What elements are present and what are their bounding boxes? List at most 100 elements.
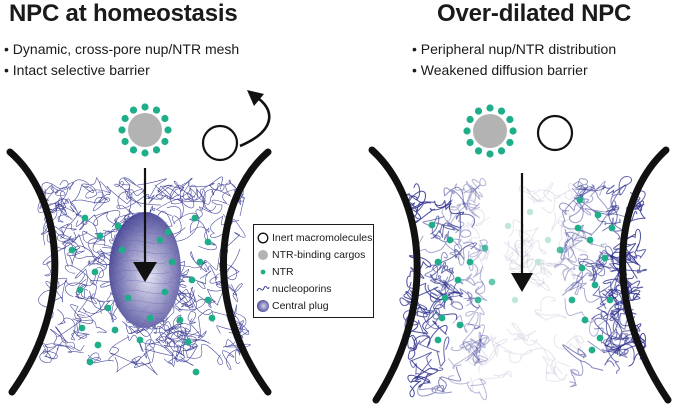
nucleoporin-strand <box>464 331 483 364</box>
ntr-dot <box>591 281 599 289</box>
ntr-dot-faint <box>504 222 512 230</box>
cargo-ntr-dot <box>497 107 506 115</box>
nucleoporin-strand <box>450 324 486 352</box>
cargo-ntr-dot <box>506 138 514 147</box>
legend-label-cargo: NTR-binding cargos <box>272 249 366 261</box>
nucleoporin-strand <box>402 331 421 360</box>
ntr-dot <box>196 258 204 266</box>
left-ntr-dots <box>68 214 216 376</box>
right-panel-title: Over-dilated NPC <box>437 0 632 27</box>
nucleoporin-strand <box>446 200 481 228</box>
nucleoporin-strand <box>441 203 478 228</box>
nucleoporin-strand <box>624 243 647 274</box>
nucleoporin-strand <box>463 181 483 200</box>
cargo-ntr-dot <box>141 103 149 111</box>
left-bullet-1: Dynamic, cross-pore nup/NTR mesh <box>4 39 239 60</box>
ntr-dot <box>146 314 154 322</box>
nucleoporin-strand <box>409 200 465 215</box>
cargo-ntr-dot <box>486 104 494 112</box>
nucleoporin-strand <box>399 290 428 310</box>
cargo-ntr-dot <box>161 114 169 123</box>
nucleoporin-strand <box>175 288 195 308</box>
ntr-dot <box>118 246 126 254</box>
right-bullet-list: Peripheral nup/NTR distribution Weakened… <box>412 39 616 81</box>
nucleoporin-strand <box>564 243 601 267</box>
legend-label-nucleoporins: nucleoporins <box>272 283 332 295</box>
nucleoporin-strand <box>553 244 577 282</box>
nucleoporin-strand <box>216 304 247 334</box>
bounce-arrow <box>239 95 271 148</box>
nucleoporin-strand <box>172 209 203 242</box>
ntr-dot <box>164 228 172 236</box>
nucleoporin-strand <box>572 180 606 216</box>
ntr-dot <box>184 338 192 346</box>
nucleoporin-strand <box>602 332 637 357</box>
ntr-dot <box>608 224 616 232</box>
ntr-dot <box>586 236 594 244</box>
nucleoporin-strand <box>560 250 576 280</box>
nucleoporin-strand <box>166 314 192 337</box>
nucleoporin-strand <box>190 251 218 280</box>
legend-row-central-plug: Central plug <box>254 298 329 314</box>
ntr-dot <box>446 236 454 244</box>
cargo-ntr-dot <box>463 127 471 135</box>
nucleoporin-strand <box>534 296 568 321</box>
nucleoporin-strand <box>475 334 499 368</box>
nucleoporin-strand <box>187 309 214 336</box>
legend-row-inert: Inert macromolecules <box>254 230 372 246</box>
nucleoporin-strand <box>467 250 486 295</box>
nucleoporin-strand <box>608 209 624 240</box>
inert-macromolecule-right <box>536 114 574 152</box>
cargo-ntr-dot <box>474 107 483 115</box>
nucleoporin-strand <box>429 262 454 277</box>
nucleoporin-strand <box>209 176 238 204</box>
left-bullet-2: Intact selective barrier <box>4 60 239 81</box>
nucleoporin-strand <box>562 274 587 296</box>
nucleoporin-strand <box>506 328 555 361</box>
nucleoporin-strand <box>188 330 211 344</box>
ntr-dot <box>91 268 99 276</box>
nucleoporin-strand <box>605 184 627 212</box>
ntr-dot <box>574 224 582 232</box>
nucleoporin-strand <box>72 319 107 341</box>
nucleoporin-strand <box>145 323 181 363</box>
cargo-ntr-dot <box>486 150 494 158</box>
ntr-dot <box>454 276 462 284</box>
nucleoporin-strand <box>447 347 481 369</box>
nucleoporin-strand <box>571 178 588 197</box>
nucleoporin-strand <box>109 336 141 373</box>
nucleoporin-strand <box>144 324 187 356</box>
nucleoporin-strand <box>432 291 463 320</box>
nucleoporin-strand <box>44 224 77 244</box>
nucleoporin-strand <box>173 335 199 366</box>
nucleoporin-strand <box>578 261 612 283</box>
nucleoporin-strand <box>163 336 183 367</box>
ntr-dot <box>456 321 464 329</box>
nucleoporin-strand <box>562 344 604 371</box>
nucleoporin-strand <box>564 281 603 303</box>
ntr-dot <box>576 196 584 204</box>
ntr-dot <box>76 286 84 294</box>
cargo-ntr-dot <box>497 147 506 155</box>
nucleoporin-strand <box>86 346 119 364</box>
legend-row-nucleoporins: nucleoporins <box>254 281 332 297</box>
nucleoporin-strand <box>425 264 449 290</box>
nucleoporin-strand <box>406 255 432 288</box>
right-nucleoporin-mesh <box>399 176 647 401</box>
nucleoporin-strand <box>452 304 485 333</box>
ntr-dot <box>594 211 602 219</box>
nucleoporin-strand <box>198 188 229 214</box>
nucleoporin-strand <box>430 215 459 235</box>
nucleoporin-strand <box>51 197 73 220</box>
squiggle-icon <box>254 281 272 297</box>
cargo-ntr-dot <box>474 147 483 155</box>
nucleoporin-strand <box>569 359 584 388</box>
right-ntr-dots <box>428 196 616 354</box>
ntr-dot <box>114 222 122 230</box>
nucleoporin-strand <box>71 184 110 204</box>
nucleoporin-strand <box>570 254 593 291</box>
left-pore-wall-right <box>220 148 272 396</box>
nucleoporin-strand <box>511 322 537 342</box>
nucleoporin-strand <box>174 286 197 311</box>
nucleoporin-strand <box>454 183 481 219</box>
